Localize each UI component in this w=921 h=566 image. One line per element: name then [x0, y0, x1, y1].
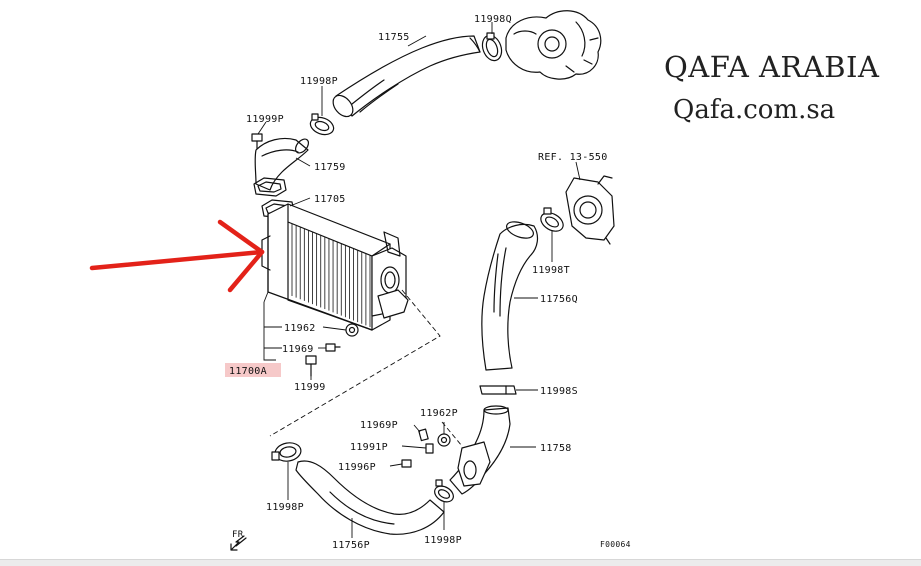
red-pointer-arrow-icon: [89, 219, 265, 293]
label-11998s[interactable]: 11998S: [540, 386, 578, 397]
turbocharger-part: [505, 10, 602, 80]
clamp-11998p-left: [271, 442, 302, 462]
pipe-11759: [254, 137, 310, 191]
alignment-lines: [269, 289, 463, 447]
brand-name: QAFA ARABIA: [664, 50, 880, 84]
grommet-11962: [345, 323, 359, 337]
bottom-scrollbar: [0, 559, 921, 566]
clamp-11998q: [481, 32, 503, 62]
clamp-11998p-top: [309, 113, 335, 136]
label-11700a[interactable]: 11700A: [229, 366, 267, 377]
hose-11755: [332, 35, 481, 118]
screw-11969: [325, 343, 341, 352]
nut-11996p: [401, 459, 412, 468]
clamp-11998t: [540, 207, 564, 232]
label-11998p-top[interactable]: 11998P: [300, 76, 338, 87]
screw-11969p: [418, 428, 429, 442]
label-11756q[interactable]: 11756Q: [540, 294, 578, 305]
label-11996p[interactable]: 11996P: [338, 462, 376, 473]
label-11998t[interactable]: 11998T: [532, 265, 570, 276]
label-11969p[interactable]: 11969P: [360, 420, 398, 431]
label-11962[interactable]: 11962: [284, 323, 316, 334]
label-11999p[interactable]: 11999P: [246, 114, 284, 125]
clamp-11998p-bottom: [434, 479, 454, 503]
label-11758[interactable]: 11758: [540, 443, 572, 454]
front-direction-marker: FR: [230, 530, 247, 551]
throttle-body-part: [565, 175, 615, 245]
label-11755[interactable]: 11755: [378, 32, 410, 43]
brand-site[interactable]: Qafa.com.sa: [673, 95, 836, 125]
pipe-11758: [449, 405, 511, 495]
leader-lines: [257, 22, 581, 538]
label-11759[interactable]: 11759: [314, 162, 346, 173]
hose-11756q: [481, 221, 539, 371]
label-11705[interactable]: 11705: [314, 194, 346, 205]
label-11962p[interactable]: 11962P: [420, 408, 458, 419]
label-11999[interactable]: 11999: [294, 382, 326, 393]
label-11969[interactable]: 11969: [282, 344, 314, 355]
grommet-11962p: [437, 433, 451, 447]
bolt-11999: [305, 355, 317, 377]
label-11998p-left[interactable]: 11998P: [266, 502, 304, 513]
intercooler-core-part: [261, 203, 409, 331]
ref-label[interactable]: REF. 13-550: [538, 152, 608, 163]
label-11991p[interactable]: 11991P: [350, 442, 388, 453]
band-11998s: [479, 385, 517, 395]
label-11998p-bottom[interactable]: 11998P: [424, 535, 462, 546]
figure-code: F00064: [600, 540, 631, 549]
part-highlight: [225, 363, 281, 377]
front-marker-label: FR: [232, 530, 244, 540]
label-11756p[interactable]: 11756P: [332, 540, 370, 551]
label-11998q[interactable]: 11998Q: [474, 14, 512, 25]
collar-11991p: [425, 443, 434, 454]
